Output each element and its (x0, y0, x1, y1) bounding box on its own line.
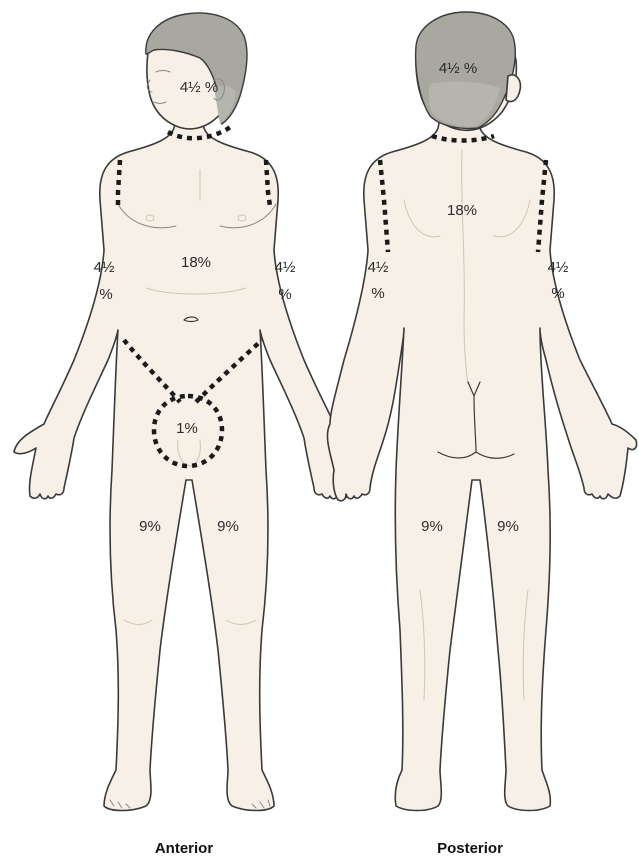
label-posterior-leg-left: 9% (421, 518, 443, 535)
posterior-ear (506, 75, 520, 102)
label-posterior-arm-right-line1: 4½ (548, 259, 569, 276)
label-anterior-arm-left-line1: 4½ (275, 259, 296, 276)
label-anterior-leg-right: 9% (139, 518, 161, 535)
label-anterior-leg-left: 9% (217, 518, 239, 535)
label-posterior-arm-left-line1: 4½ (368, 259, 389, 276)
label-posterior-trunk: 18% (447, 202, 477, 219)
label-posterior-head: 4½ % (439, 60, 477, 77)
caption-anterior: Anterior (155, 840, 214, 857)
label-posterior-arm-left-line2: % (371, 285, 384, 302)
posterior-figure (327, 12, 636, 811)
label-posterior-arm-right-line2: % (551, 285, 564, 302)
label-anterior-head: 4½ % (180, 79, 218, 96)
label-anterior-genitals: 1% (176, 420, 198, 437)
label-anterior-arm-right-line1: 4½ (94, 259, 115, 276)
caption-posterior: Posterior (437, 840, 503, 857)
label-anterior-arm-left-line2: % (278, 286, 291, 303)
posterior-body-outline (327, 118, 636, 811)
label-anterior-arm-right-line2: % (99, 286, 112, 303)
anterior-body-outline (14, 118, 364, 811)
label-anterior-trunk: 18% (181, 254, 211, 271)
label-posterior-leg-right: 9% (497, 518, 519, 535)
anterior-figure (14, 13, 364, 811)
